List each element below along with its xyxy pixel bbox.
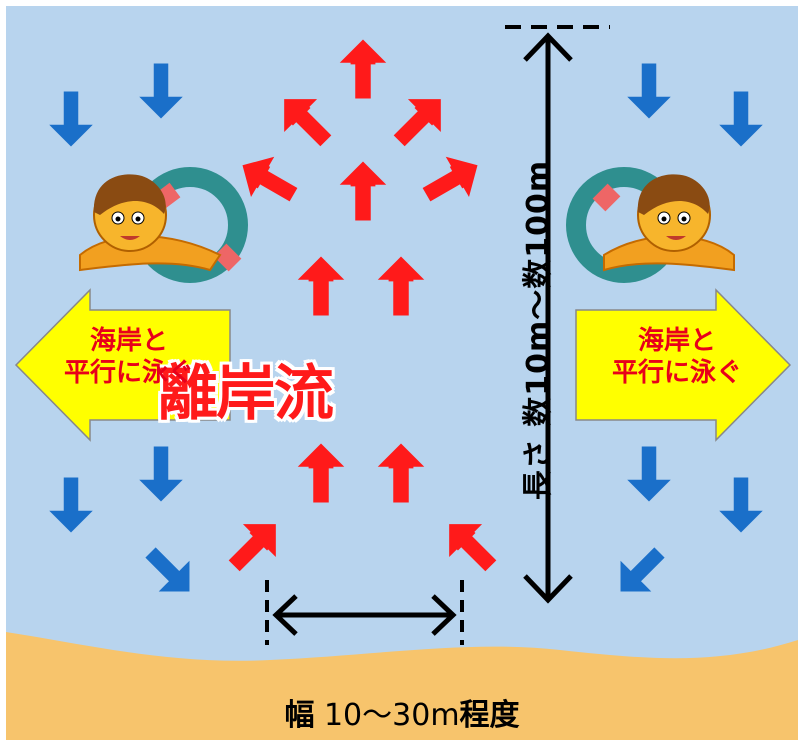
red-arrow-up-icon	[377, 256, 425, 316]
width-label-prefix: 幅	[284, 698, 315, 733]
red-arrow-up-icon	[377, 443, 425, 503]
blue-arrow-down-icon	[139, 446, 183, 502]
red-arrow-up-icon	[414, 145, 490, 215]
swim-left-line2: 平行に泳ぐ	[63, 358, 194, 388]
swim-parallel-left-label: 海岸と 平行に泳ぐ	[44, 325, 214, 389]
red-arrow-up-icon	[339, 39, 387, 99]
red-arrow-up-icon	[297, 443, 345, 503]
left-signpost-arrow	[14, 288, 231, 442]
red-arrow-up-icon	[217, 507, 293, 583]
width-label-suffix: 程度	[459, 698, 520, 733]
swim-left-line1: 海岸と	[89, 326, 168, 356]
blue-arrow-down-icon	[49, 477, 93, 533]
red-arrow-up-icon	[267, 82, 343, 158]
red-arrow-up-icon	[297, 256, 345, 316]
swim-parallel-right-label: 海岸と 平行に泳ぐ	[592, 325, 762, 389]
length-label-text: 長さ 数10m～数100m	[521, 159, 556, 501]
red-arrow-up-icon	[432, 507, 508, 583]
swim-right-line2: 平行に泳ぐ	[611, 358, 742, 388]
swimmer-left-icon	[79, 167, 248, 283]
blue-arrow-down-icon	[627, 446, 671, 502]
blue-arrow-down-icon	[139, 63, 183, 119]
red-arrow-up-icon	[339, 161, 387, 221]
blue-arrow-down-icon	[719, 477, 763, 533]
right-signpost-arrow	[575, 288, 792, 442]
width-measure	[265, 580, 464, 645]
blue-arrow-down-icon	[627, 63, 671, 119]
swimmer-right-icon	[566, 167, 735, 283]
red-arrow-up-icon	[382, 82, 458, 158]
blue-arrow-down-icon	[49, 91, 93, 147]
blue-arrow-diagonal-icon	[135, 537, 205, 607]
width-label-range: 10～30m	[314, 698, 460, 733]
rip-current-title: 離岸流	[158, 359, 334, 429]
rip-current-arrows	[217, 39, 508, 583]
blue-arrow-diagonal-icon	[605, 537, 675, 607]
swim-right-line1: 海岸と	[637, 326, 716, 356]
sand-beach	[6, 632, 798, 740]
width-label: 幅 10～30m程度	[0, 690, 804, 734]
length-measure	[505, 25, 610, 604]
blue-arrow-down-icon	[719, 91, 763, 147]
